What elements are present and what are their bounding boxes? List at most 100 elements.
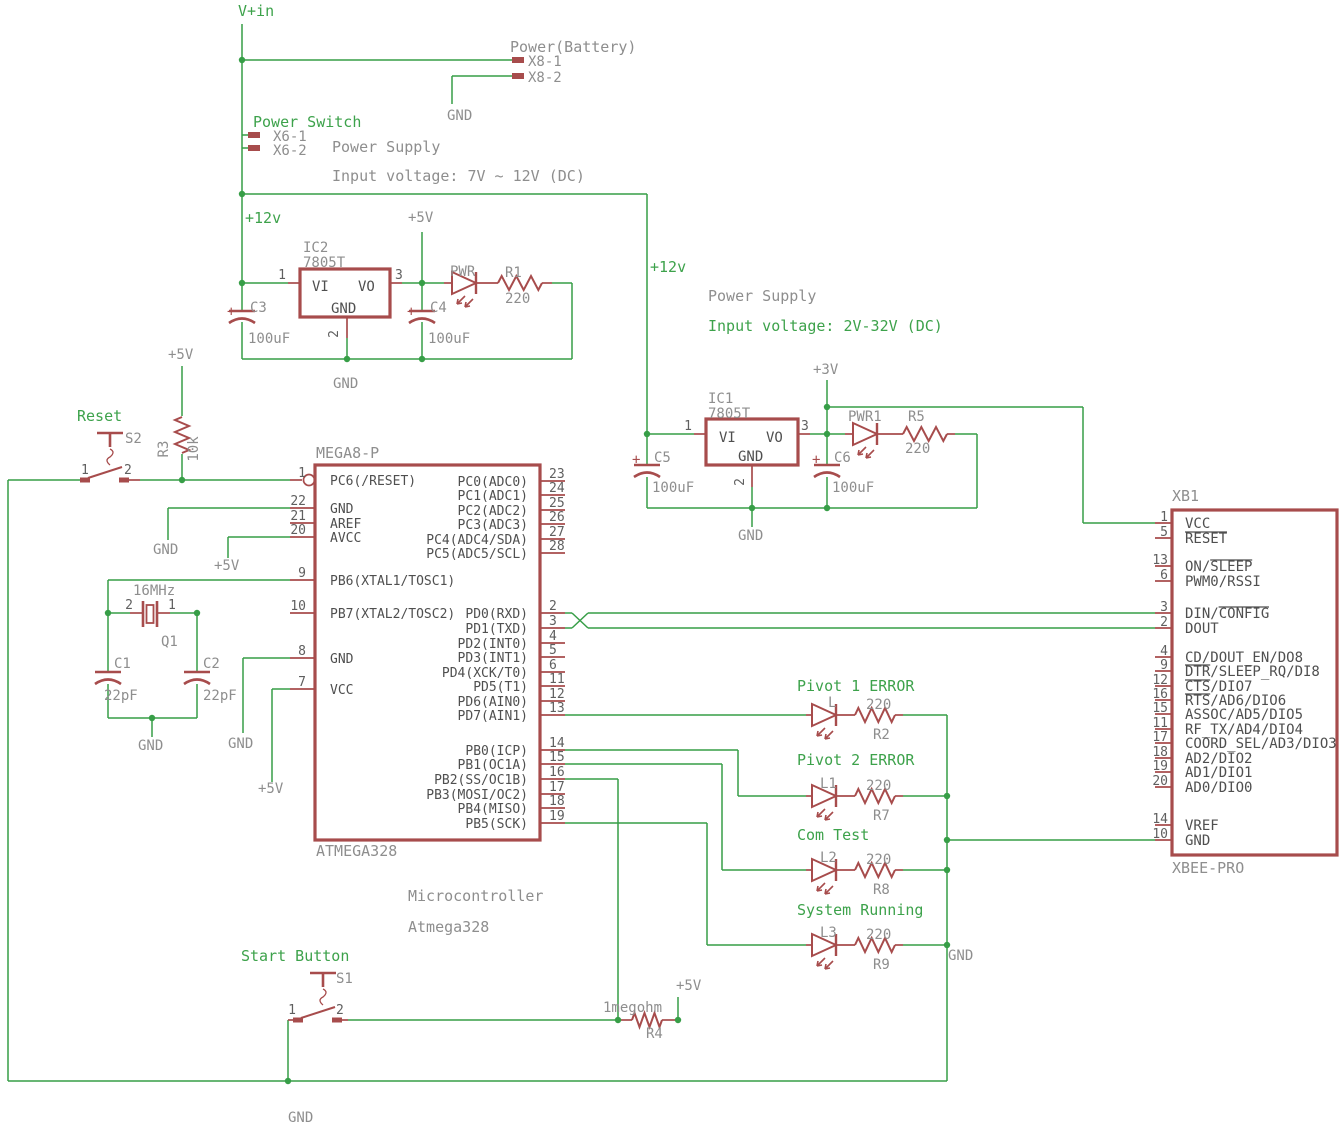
- junction-dot: [943, 866, 951, 874]
- xbee-pins-10-num-label: 15: [1152, 701, 1168, 716]
- switch-spring: [106, 448, 114, 466]
- capacitor: [228, 317, 256, 325]
- crystal-gnd-label: GND: [138, 738, 163, 754]
- supply-left-r-value-label: 220: [505, 291, 530, 307]
- xbee-pins-16-name-label: VREF: [1185, 818, 1219, 834]
- led-icon: [451, 270, 479, 296]
- led-icon: [811, 857, 839, 883]
- led-gnd-label: GND: [948, 948, 973, 964]
- supply-left-title-label: Power Supply: [332, 138, 440, 156]
- xbee-pins-16-num-label: 14: [1152, 812, 1168, 827]
- mcu-right-pins-8-num-label: 4: [549, 629, 557, 644]
- component-body: [298, 267, 392, 319]
- xbee-pins-6-num-label: 4: [1160, 644, 1168, 659]
- led-icon: [811, 932, 839, 958]
- xbee-pins-14-num-label: 19: [1152, 759, 1168, 774]
- supply-right-input-label: Input voltage: 2V-32V (DC): [708, 317, 943, 335]
- supply-right-ic-pin-in-label: 1: [684, 419, 692, 434]
- resistor: [631, 1010, 663, 1030]
- leds-2-name-label: L2: [820, 850, 837, 866]
- xbee-pins-0-num-label: 1: [1160, 510, 1168, 525]
- mcu-right-pins-16-num-label: 16: [549, 765, 565, 780]
- crystal-c2-name-label: C2: [203, 656, 220, 672]
- supply-right-c-in-value-label: 100uF: [652, 480, 694, 496]
- switch-blade: [300, 1006, 336, 1019]
- supply-left-c-in-plus-label: +: [227, 304, 235, 320]
- capacitor: [813, 471, 841, 479]
- mcu-right-pins-19-name-label: PB5(SCK): [465, 817, 528, 832]
- junction-dot: [643, 430, 651, 438]
- mcu-left-pins-4-name-label: PB6(XTAL1/TOSC1): [330, 574, 455, 589]
- xbee-pins-13-num-label: 18: [1152, 745, 1168, 760]
- xbee-pins-1-num-label: 5: [1160, 525, 1168, 540]
- mcu-right-pins-2-name-label: PC2(ADC2): [458, 504, 528, 519]
- junction-dot: [748, 504, 756, 512]
- xbee-pins-4-name-label: DIN/CONFIG: [1185, 606, 1269, 622]
- mcu-left-pins-3-name-label: AVCC: [330, 531, 361, 546]
- crystal-pin2-label: 2: [125, 598, 133, 613]
- xbee-pins-10-name-label: ASSOC/AD5/DIO5: [1185, 707, 1303, 723]
- xbee-part-label: XBEE-PRO: [1172, 859, 1244, 877]
- xbee-pins-2-num-label: 13: [1152, 553, 1168, 568]
- supply-left-ic-pin-in-label: 1: [278, 268, 286, 283]
- supply-left-ic-part-label: 7805T: [303, 255, 346, 271]
- xbee-pins-2-name-label: ON/SLEEP: [1185, 559, 1252, 575]
- junction-dot: [104, 609, 112, 617]
- mcu-right-pins-0-num-label: 23: [549, 467, 565, 482]
- supply-left-ic-name-label: IC2: [303, 240, 328, 256]
- supply-left-ic-vo-label: VO: [358, 279, 375, 295]
- leds-1-r-value-label: 220: [866, 778, 891, 794]
- led-arrow-icon: [464, 298, 474, 308]
- resistor: [854, 860, 896, 880]
- junction-dot: [943, 792, 951, 800]
- supply-right-ic-vo-label: VO: [766, 430, 783, 446]
- xbee-pins-17-num-label: 10: [1152, 827, 1168, 842]
- led-arrow-icon: [824, 730, 834, 740]
- capacitor: [94, 678, 122, 686]
- mcu-right-pins-15-name-label: PB1(OC1A): [458, 758, 528, 773]
- led-arrow-icon: [857, 446, 867, 456]
- junction-dot: [178, 476, 186, 484]
- junction-dot: [238, 56, 246, 64]
- supply-right-c-in-name-label: C5: [654, 450, 671, 466]
- supply-right-led-name-label: PWR1: [848, 409, 882, 425]
- start-r-value-label: 1megohm: [603, 1000, 662, 1016]
- mcu-right-pins-13-num-label: 13: [549, 701, 565, 716]
- supply-right-gnd-label: GND: [738, 528, 763, 544]
- resistor: [854, 705, 896, 725]
- reset-pin-circle: [302, 473, 316, 487]
- xbee-pins-12-name-label: COORD_SEL/AD3/DIO3: [1185, 736, 1337, 752]
- mcu-right-pins-17-name-label: PB3(MOSI/OC2): [426, 788, 528, 803]
- leds-0-title-label: Pivot 1 ERROR: [797, 677, 915, 695]
- led-arrow-icon: [816, 727, 826, 737]
- mcu-right-pins-16-name-label: PB2(SS/OC1B): [434, 773, 528, 788]
- mcu-right-pins-14-num-label: 14: [549, 736, 565, 751]
- mcu-right-pins-18-num-label: 18: [549, 794, 565, 809]
- leds-1-name-label: L1: [820, 776, 837, 792]
- mcu-right-pins-11-name-label: PD5(T1): [473, 680, 528, 695]
- power-switch-title-label: Power Switch: [253, 113, 361, 131]
- xbee-pins-8-name-label: CTS/DIO7: [1185, 679, 1252, 695]
- switch-spring: [319, 988, 327, 1006]
- leds-0-name-label: L: [828, 695, 836, 711]
- xbee-pins-9-name-label: RTS/AD6/DIO6: [1185, 693, 1286, 709]
- mcu-right-pins-19-num-label: 19: [549, 809, 565, 824]
- supply-right-rail-3v-label: +3V: [813, 362, 839, 378]
- reset-title-label: Reset: [77, 407, 122, 425]
- supply-right-ic-name-label: IC1: [708, 391, 733, 407]
- mcu-right-pins-15-num-label: 15: [549, 750, 565, 765]
- junction-dot: [418, 355, 426, 363]
- led-arrow-icon: [824, 811, 834, 821]
- resistor: [497, 273, 543, 293]
- power-switch-pin1-label: X6-1: [273, 129, 307, 145]
- resistor: [854, 935, 896, 955]
- leds-0-r-value-label: 220: [866, 697, 891, 713]
- mcu-right-pins-6-name-label: PD0(RXD): [465, 607, 528, 622]
- supply-left-ic-pin-out-label: 3: [395, 268, 403, 283]
- supply-right-r-value-label: 220: [905, 441, 930, 457]
- mcu-left-pins-7-num-label: 7: [298, 675, 306, 690]
- xbee-pins-9-num-label: 16: [1152, 687, 1168, 702]
- supply-right-ic-part-label: 7805T: [708, 406, 751, 422]
